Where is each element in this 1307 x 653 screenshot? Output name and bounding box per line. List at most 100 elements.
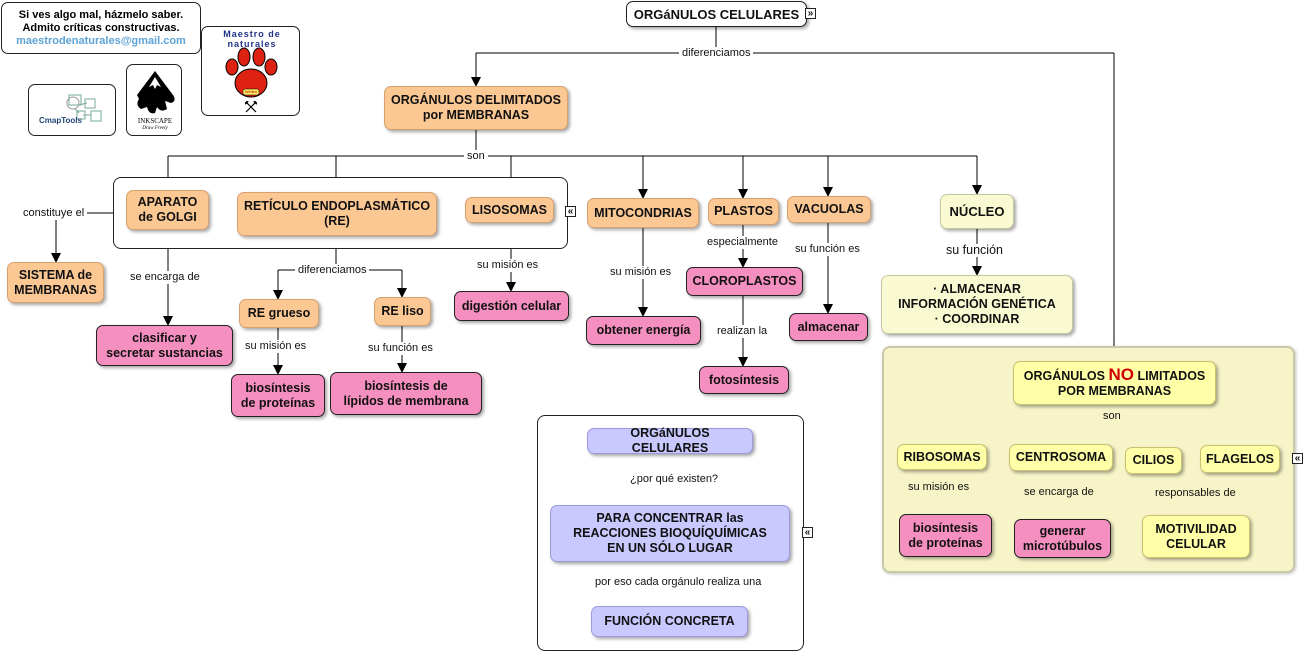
no-limitados-pre: ORGÁNULOS (1023, 369, 1105, 383)
energia-label: obtener energía (596, 323, 691, 337)
expand-collapse-icon-why-group[interactable]: « (802, 527, 813, 538)
concept-cloroplastos[interactable]: CLOROPLASTOS (686, 267, 803, 296)
credits-line-2: Admito críticas constructivas. (22, 22, 180, 34)
concept-sistema-membranas[interactable]: SISTEMA de MEMBRANAS (7, 262, 104, 303)
concept-root-label: ORGáNULOS CELULARES (633, 6, 800, 22)
credits-email-link[interactable]: maestrodenaturales@gmail.com (16, 35, 186, 47)
link-label-realizan-la: realizan la (714, 325, 771, 338)
lisosomas-label: LISOSOMAS (471, 202, 547, 217)
re-line-2: (RE) (324, 214, 350, 228)
fotosintesis-label: fotosíntesis (708, 372, 780, 387)
concept-digestion-celular[interactable]: digestión celular (454, 291, 569, 321)
nucleo-funcion-line-1: · ALMACENAR (933, 282, 1021, 296)
link-label-su-mision-ribosomas: su misión es (905, 481, 973, 494)
concept-reticulo-endoplasmatico[interactable]: RETÍCULO ENDOPLASMÁTICO (RE) (237, 192, 437, 236)
link-label-su-funcion-nucleo: su función (943, 244, 1006, 257)
no-limitados-no: NO (1108, 365, 1134, 384)
concept-lisosomas[interactable]: LISOSOMAS (465, 197, 554, 223)
concept-obtener-energia[interactable]: obtener energía (586, 316, 701, 345)
no-limitados-line-2: POR MEMBRANAS (1057, 384, 1172, 398)
concept-almacenar[interactable]: almacenar (789, 313, 868, 341)
ribosomas-label: RIBOSOMAS (903, 449, 981, 464)
link-label-su-mision-grueso: su misión es (242, 340, 310, 353)
link-label-se-encarga-de-centrosoma: se encarga de (1021, 486, 1097, 499)
concept-nucleo-funcion[interactable]: · ALMACENAR INFORMACIÓN GENÉTICA · COORD… (881, 275, 1073, 334)
cmaptools-logo-icon (66, 94, 102, 122)
concept-organulos-celulares-2[interactable]: ORGáNULOS CELULARES (587, 426, 753, 455)
nucleo-label: NÚCLEO (949, 204, 1005, 219)
concept-motilidad-celular[interactable]: MOTIVILIDAD CELULAR (1142, 515, 1250, 558)
inkscape-logo[interactable]: INKSCAPE Draw Freely (126, 64, 182, 136)
link-label-son-no-limitados: son (1100, 410, 1124, 423)
re-grueso-label: RE grueso (247, 306, 311, 320)
concept-organulos-no-limitados[interactable]: ORGÁNULOS NO LIMITADOS POR MEMBRANAS (1013, 361, 1216, 405)
cmaptools-logo[interactable]: CmapTools (28, 84, 116, 136)
cmaptools-label: CmapTools (39, 116, 82, 125)
concept-mitocondrias[interactable]: MITOCONDRIAS (587, 198, 699, 228)
re-line-1: RETÍCULO ENDOPLASMÁTICO (243, 199, 431, 213)
concept-organulos-delimitados[interactable]: ORGÁNULOS DELIMITADOS por MEMBRANAS (384, 86, 568, 130)
biosintesis-prot-line-2: de proteínas (240, 395, 316, 410)
concept-flagelos[interactable]: FLAGELOS (1200, 445, 1280, 473)
concept-re-liso[interactable]: RE liso (374, 297, 431, 326)
no-limitados-post: LIMITADOS (1137, 369, 1206, 383)
paw-print-icon (225, 47, 278, 98)
microtubulos-line-2: microtúbulos (1022, 538, 1103, 553)
motilidad-line-1: MOTIVILIDAD (1155, 521, 1237, 536)
expand-collapse-icon-root[interactable]: » (805, 8, 816, 19)
crossed-hammers-icon (245, 101, 257, 113)
microtubulos-line-1: generar (1039, 523, 1086, 538)
link-label-por-que-existen: ¿por qué existen? (627, 473, 722, 486)
concept-centrosoma[interactable]: CENTROSOMA (1009, 444, 1113, 471)
sistema-line-1: SISTEMA de (18, 267, 93, 282)
concept-aparato-golgi[interactable]: APARATO de GOLGI (126, 190, 209, 230)
biosintesis-lip-line-2: lípidos de membrana (343, 393, 469, 408)
link-label-se-encarga-de: se encarga de (127, 271, 203, 284)
concept-funcion-concreta[interactable]: FUNCIÓN CONCRETA (591, 606, 748, 637)
digestion-label: digestión celular (461, 298, 562, 313)
concept-re-grueso[interactable]: RE grueso (239, 299, 319, 328)
concept-clasificar-secretar[interactable]: clasificar y secretar sustancias (96, 325, 233, 366)
concept-fotosintesis[interactable]: fotosíntesis (699, 366, 789, 394)
link-label-diferenciamos: diferenciamos (679, 47, 754, 60)
expand-collapse-icon-non-membrane-group[interactable]: « (1292, 453, 1303, 464)
expand-collapse-icon-membrane-group[interactable]: « (565, 206, 576, 217)
link-label-su-mision-mito: su misión es (607, 266, 675, 279)
link-label-su-funcion-liso: su función es (365, 342, 436, 355)
link-label-especialmente: especialmente (704, 236, 781, 249)
credits-box: Si ves algo mal, házmelo saber. Admito c… (1, 2, 201, 54)
no-limitados-line-1: ORGÁNULOS NO LIMITADOS (1023, 365, 1206, 384)
org-cel-2-label: ORGáNULOS CELULARES (630, 426, 710, 455)
maestro-badge-text: Wellen (244, 89, 258, 94)
biosintesis-prot-line-1: biosíntesis (245, 380, 311, 395)
concept-para-concentrar[interactable]: PARA CONCENTRAR las REACCIONES BIOQUÍQUÍ… (550, 505, 790, 562)
link-label-son: son (464, 150, 488, 163)
nucleo-funcion-line-2: INFORMACIÓN GENÉTICA (898, 297, 1056, 311)
credits-line-1: Si ves algo mal, házmelo saber. (18, 9, 184, 21)
concept-nucleo[interactable]: NÚCLEO (940, 194, 1014, 229)
concentrar-line-1: PARA CONCENTRAR las (596, 511, 744, 525)
link-label-diferenciamos-re: diferenciamos (295, 264, 370, 277)
concept-generar-microtubulos[interactable]: generar microtúbulos (1014, 519, 1111, 558)
concept-biosintesis-proteinas-re[interactable]: biosíntesis de proteínas (231, 374, 325, 417)
nucleo-funcion-line-3: · COORDINAR (934, 312, 1020, 326)
concept-ribosomas[interactable]: RIBOSOMAS (897, 444, 987, 470)
inkscape-logo-icon (137, 71, 175, 114)
link-label-su-mision-lisosomas: su misión es (474, 259, 542, 272)
golgi-line-2: de GOLGI (138, 210, 197, 224)
ribo-biosintesis-line-1: biosíntesis (912, 520, 979, 535)
link-label-por-eso: por eso cada orgánulo realiza una (592, 576, 765, 589)
concept-vacuolas[interactable]: VACUOLAS (787, 196, 871, 223)
concept-root[interactable]: ORGáNULOS CELULARES (626, 1, 807, 27)
inkscape-label: INKSCAPE (137, 117, 173, 125)
mitocondrias-label: MITOCONDRIAS (594, 205, 692, 220)
concept-biosintesis-lipidos[interactable]: biosíntesis de lípidos de membrana (330, 372, 482, 415)
delimitados-line-1: ORGÁNULOS DELIMITADOS (391, 93, 561, 107)
sistema-line-2: MEMBRANAS (14, 282, 97, 297)
concentrar-line-2: REACCIONES BIOQUÍQUÍMICAS (573, 526, 767, 540)
concept-cilios[interactable]: CILIOS (1125, 447, 1182, 474)
plastos-label: PLASTOS (714, 204, 773, 218)
concept-plastos[interactable]: PLASTOS (708, 198, 779, 225)
maestro-de-naturales-logo[interactable]: Maestro de naturales Wellen (201, 26, 300, 116)
concept-biosintesis-proteinas-ribo[interactable]: biosíntesis de proteínas (899, 514, 992, 557)
